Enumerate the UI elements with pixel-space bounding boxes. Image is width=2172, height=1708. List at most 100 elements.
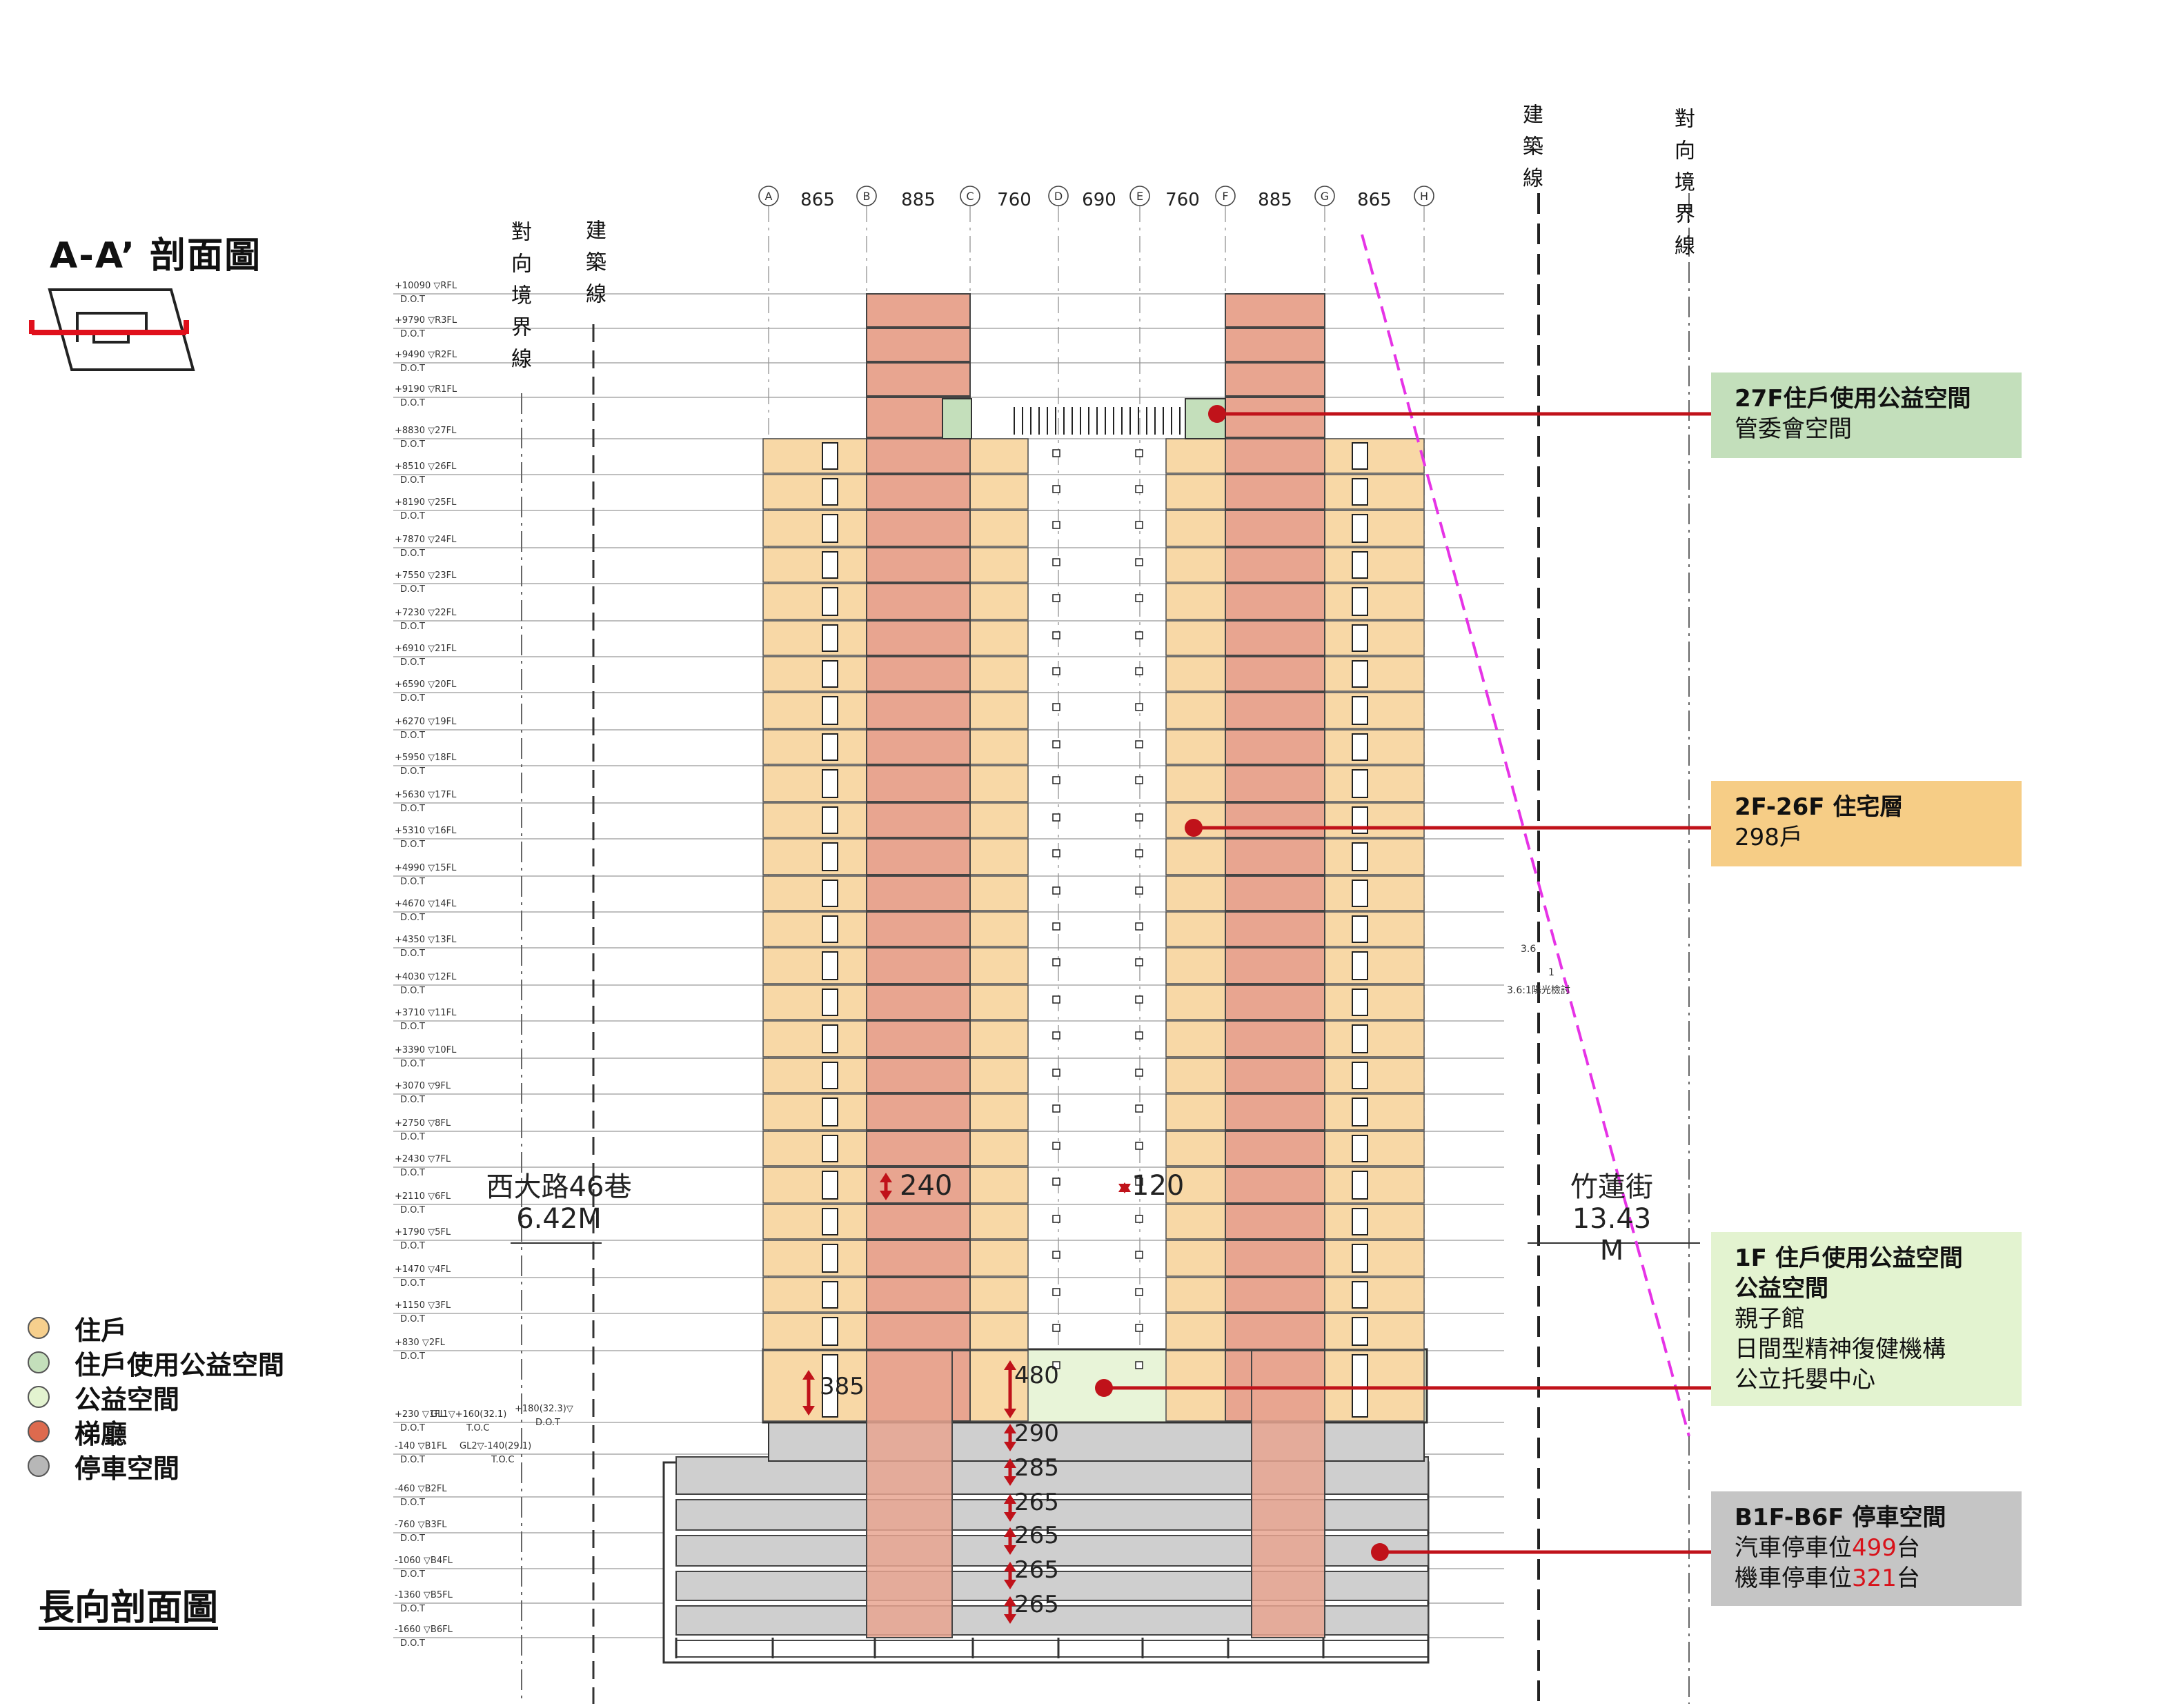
level-tag: D.O.T (400, 766, 425, 777)
residential-floor-unit (1324, 984, 1425, 1020)
callout-2f-26f: 2F-26F 住宅層 298戶 (1711, 781, 2022, 866)
gap-slab-marker (1052, 631, 1060, 639)
b4-height: 265 (1014, 1522, 1059, 1549)
window-frame (1352, 1024, 1368, 1053)
level-label: +6270 ▽19FL (395, 717, 457, 727)
stair-hall-floor (1225, 984, 1325, 1020)
right-road: 竹蓮街 13.43 M (1543, 1171, 1681, 1267)
b5-height: 265 (1014, 1556, 1059, 1584)
left-road-width: 6.42M (516, 1203, 602, 1235)
residential-floor-unit (762, 1204, 867, 1240)
callout-1f-item: 親子館 (1735, 1305, 1805, 1333)
residential-floor-unit (1324, 1166, 1425, 1204)
gap-slab-marker (1052, 521, 1060, 529)
residential-floor-unit (969, 510, 1029, 547)
residential-floor-unit (969, 1313, 1029, 1350)
level-label: +4350 ▽13FL (395, 935, 457, 945)
grid-bubble (1414, 186, 1434, 206)
window-frame (822, 478, 838, 506)
residential-floor-unit (762, 1350, 867, 1422)
residential-floor-unit (762, 984, 867, 1020)
level-tag: D.O.T (400, 1604, 425, 1614)
residential-floor-unit (1324, 765, 1425, 802)
level-label: +7550 ▽23FL (395, 570, 457, 581)
stair-hall-floor (1225, 510, 1325, 547)
window-frame (822, 1354, 838, 1418)
residential-floor-unit (1324, 802, 1425, 838)
window-frame (1352, 660, 1368, 688)
window-frame (1352, 514, 1368, 543)
stair-hall-floor (1225, 474, 1325, 510)
callout-1f-title: 1F 住戶使用公益空間 (1735, 1244, 1963, 1272)
gap-slab-marker (1135, 594, 1143, 602)
gap-slab-marker (1052, 740, 1060, 748)
basement-height-arrow-head (1004, 1562, 1016, 1571)
stair-hall-shaft (866, 1350, 953, 1638)
residential-floor-unit (762, 1166, 867, 1204)
level-tag: D.O.T (400, 475, 425, 486)
residential-floor-unit (762, 1277, 867, 1313)
stair-hall-floor (1225, 838, 1325, 875)
level-tag: D.O.T (400, 548, 425, 559)
window-frame (822, 514, 838, 543)
level-tag: D.O.T (400, 398, 425, 408)
stair-hall-floor (866, 729, 971, 765)
level-label: +7230 ▽22FL (395, 608, 457, 618)
level-label: +5630 ▽17FL (395, 790, 457, 800)
residential-floor-unit (762, 911, 867, 947)
residential-floor-unit (1165, 765, 1226, 802)
stair-hall-floor (866, 875, 971, 911)
stair-hall-floor (866, 583, 971, 620)
legend-swatch (28, 1420, 50, 1442)
window-frame (822, 769, 838, 798)
gap-slab-marker (1135, 1031, 1143, 1040)
level-label: -460 ▽B2FL (395, 1484, 447, 1494)
residential-floor-unit (1324, 1020, 1425, 1057)
level-label: +6910 ▽21FL (395, 644, 457, 654)
moto-parking-unit: 台 (1896, 1565, 1920, 1592)
section-title: A-A’ 剖面圖 (50, 235, 262, 277)
callout-27f-title: 27F住戶使用公益空間 (1735, 385, 1971, 413)
grid-span-label: 760 (1165, 190, 1200, 210)
window-frame (1352, 1171, 1368, 1200)
stair-hall-floor (866, 1057, 971, 1093)
window-frame (822, 1317, 838, 1346)
residential-floor-unit (1324, 438, 1425, 474)
gl1-note: GL1▽+160(32.1) (431, 1409, 506, 1420)
residential-floor-unit (762, 1020, 867, 1057)
residential-floor-unit (969, 1020, 1029, 1057)
stair-hall-floor (866, 1020, 971, 1057)
residential-floor-unit (1165, 1240, 1226, 1277)
gap-slab-marker (1052, 849, 1060, 857)
stair-hall-floor (866, 474, 971, 510)
grid-axis-label: C (966, 190, 974, 203)
residential-floor-unit (762, 583, 867, 620)
residential-floor-unit (1324, 729, 1425, 765)
residential-floor-unit (1324, 875, 1425, 911)
residential-floor-unit (762, 656, 867, 692)
stair-hall-floor (866, 1204, 971, 1240)
residential-floor-unit (762, 1313, 867, 1350)
residential-floor-unit (969, 620, 1029, 656)
mid-note-sub: D.O.T (535, 1418, 560, 1428)
legend-label: 公益空間 (75, 1384, 180, 1415)
residential-floor-unit (1324, 620, 1425, 656)
window-frame (1352, 769, 1368, 798)
stair-hall-floor (866, 1313, 971, 1350)
window-frame (1352, 1317, 1368, 1346)
stair-hall-floor (866, 984, 971, 1020)
residential-floor-unit (969, 984, 1029, 1020)
residential-floor-unit (1324, 838, 1425, 875)
residential-floor-unit (762, 802, 867, 838)
sunlight-setback-line (1361, 234, 1690, 1437)
level-tag: D.O.T (400, 1533, 425, 1544)
gap-slab-marker (1135, 521, 1143, 529)
b6-height: 265 (1014, 1591, 1059, 1618)
window-frame (822, 1281, 838, 1309)
right-road-unit: M (1599, 1235, 1624, 1267)
stair-hall-floor (866, 692, 971, 729)
residential-floor-unit (969, 875, 1029, 911)
slab-gap-arrow-head (1118, 1184, 1131, 1193)
residential-floor-unit (762, 1240, 867, 1277)
residential-floor-unit (762, 692, 867, 729)
